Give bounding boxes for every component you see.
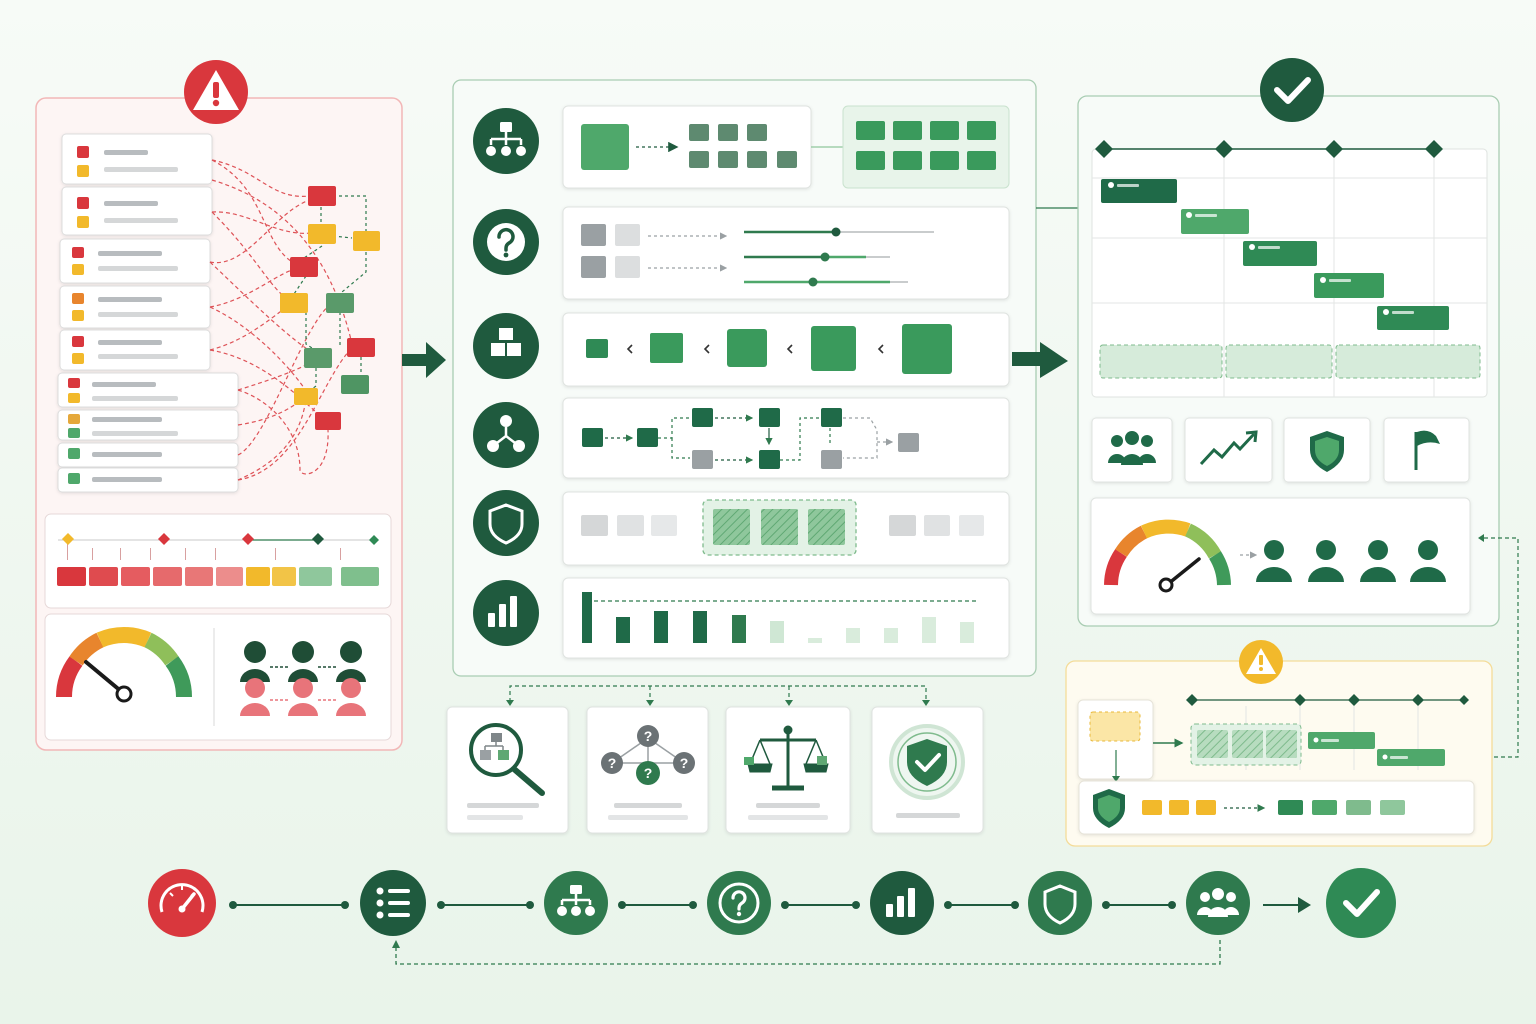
check-icon [1343, 889, 1380, 917]
problem-panel [35, 60, 403, 751]
list-icon [376, 887, 410, 919]
trend-icon [1199, 430, 1258, 466]
flow-arrow [402, 342, 446, 378]
process-panel: ???? [446, 79, 1037, 834]
svg-text:?: ? [608, 755, 617, 771]
flow-step-speedometer [148, 869, 216, 937]
confidence-card [1090, 497, 1471, 615]
dependency-network [293, 195, 367, 393]
blocks-icon [473, 313, 539, 379]
team-icon [1108, 431, 1156, 465]
question-icon [473, 209, 539, 275]
tool-card-tradeoffs [725, 706, 851, 834]
flow-step-check [1326, 868, 1396, 938]
network-icon [473, 402, 539, 468]
magnifier-icon [469, 723, 545, 796]
warning-icon [184, 60, 248, 124]
decomposition-row [562, 105, 1010, 189]
list-item [59, 329, 211, 371]
plan-panel [1077, 58, 1500, 627]
buffer-row [562, 491, 1010, 566]
shield-check-icon [889, 724, 965, 800]
speedometer-icon [56, 627, 192, 698]
dependency-nodes [280, 186, 380, 430]
flag-icon [1414, 430, 1440, 470]
flow-step-question [707, 871, 771, 935]
list-item [57, 372, 239, 408]
shield-icon [1310, 431, 1344, 472]
question-icon [718, 882, 760, 924]
feedback-loop-right [1478, 534, 1519, 758]
aligned-team-icon [1256, 540, 1446, 582]
mitigation-row [1078, 780, 1475, 835]
flow-step-shield [1028, 871, 1092, 935]
slipping-timeline [44, 513, 392, 609]
schedule-gantt [1091, 140, 1488, 398]
shield-icon [473, 490, 539, 556]
uncertainty-row [562, 206, 1010, 300]
tool-card-analysis [446, 706, 569, 834]
scale-icon [747, 725, 829, 791]
team-at-risk-icon [240, 641, 366, 716]
shield-icon [1093, 789, 1125, 828]
tool-connectors [509, 685, 927, 702]
process-flow [148, 868, 1396, 965]
warning-icon [1239, 640, 1283, 684]
svg-text:?: ? [644, 728, 653, 744]
task-list [57, 133, 239, 493]
flow-arrow-right [1012, 207, 1078, 378]
shield-icon [1043, 884, 1077, 925]
flow-step-hierarchy [544, 871, 608, 935]
svg-text:?: ? [680, 755, 689, 771]
relative-sizing-row [562, 312, 1010, 387]
variance-row [562, 577, 1010, 659]
team-icon [1197, 888, 1239, 917]
hierarchy-icon [473, 108, 539, 174]
flow-step-list [360, 870, 426, 936]
flow-step-team [1186, 871, 1250, 935]
check-icon [1260, 58, 1324, 122]
risk-timeline [1186, 694, 1469, 770]
tool-card-uncertainty: ???? [586, 706, 709, 834]
bar-chart-icon [886, 888, 915, 917]
flow-step-bar-chart [870, 871, 934, 935]
list-item [59, 285, 211, 329]
bar-chart-icon [473, 580, 539, 646]
list-item [59, 238, 211, 284]
dependency-row [562, 397, 1010, 479]
svg-text:?: ? [644, 765, 653, 781]
tool-card-assurance [871, 706, 984, 834]
hierarchy-icon [557, 885, 595, 916]
risk-panel [1065, 640, 1493, 847]
status-card [44, 613, 392, 741]
outcome-cards [1091, 417, 1470, 483]
speedometer-icon [1104, 519, 1231, 586]
question-network-icon: ???? [601, 725, 695, 785]
